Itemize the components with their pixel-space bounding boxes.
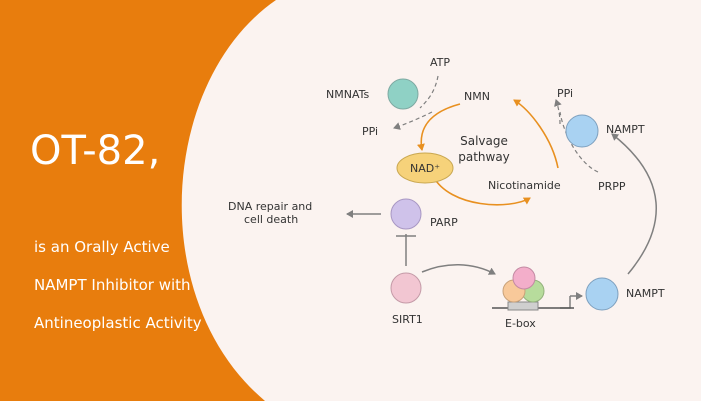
- arrow-atp-dashed: [419, 75, 439, 109]
- prpp-label: PRPP: [598, 180, 626, 193]
- dna-repair-label-line1: DNA repair and: [228, 200, 312, 213]
- arrow-ppi-left-dashed: [393, 111, 433, 130]
- headline-title: OT-82,: [30, 128, 161, 174]
- ppi-left-label: PPi: [362, 125, 378, 138]
- nicotinamide-label: Nicotinamide: [488, 179, 561, 192]
- nad-node: [396, 152, 454, 184]
- arrow-ppi-top-dashed: [554, 99, 562, 125]
- nmnats-label: NMNATs: [326, 88, 370, 101]
- arrow-nampt-expression: [611, 133, 657, 275]
- nmnats-node: [387, 78, 419, 110]
- arrow-nicotinamide-to-nmn: [513, 99, 559, 169]
- orange-panel: [0, 0, 276, 401]
- nampt-top-node: [565, 114, 599, 148]
- salvage-label-line1: Salvage: [460, 134, 508, 148]
- headline-line-1: is an Orally Active: [34, 238, 170, 256]
- arrow-nad-to-nicotinamide: [432, 175, 531, 206]
- nad-label: NAD⁺: [410, 162, 440, 175]
- atp-label: ATP: [430, 56, 450, 69]
- arrow-nmn-to-nad: [416, 103, 461, 151]
- nampt-bottom-node: [585, 277, 619, 311]
- promoter-mark: [560, 296, 571, 309]
- nampt-bottom-label: NAMPT: [626, 287, 665, 300]
- headline-line-2: NAMPT Inhibitor with: [34, 276, 191, 294]
- headline-line-3: Antineoplastic Activity: [34, 314, 202, 332]
- parp-label: PARP: [430, 216, 458, 229]
- sirt1-node: [390, 272, 422, 304]
- nmn-label: NMN: [464, 90, 490, 103]
- arrow-prpp-dashed: [559, 111, 599, 173]
- arrow-sirt1-to-ebox: [421, 264, 496, 275]
- sirt1-label: SIRT1: [392, 313, 423, 326]
- ebox-site: [507, 301, 539, 311]
- parp-node: [390, 198, 422, 230]
- ebox-label: E-box: [505, 317, 536, 330]
- salvage-label-line2: pathway: [458, 150, 510, 164]
- ppi-top-label: PPi: [557, 87, 573, 100]
- ebox-pink-protein: [512, 266, 536, 290]
- nampt-top-label: NAMPT: [606, 123, 645, 136]
- dna-repair-label-line2: cell death: [244, 213, 298, 226]
